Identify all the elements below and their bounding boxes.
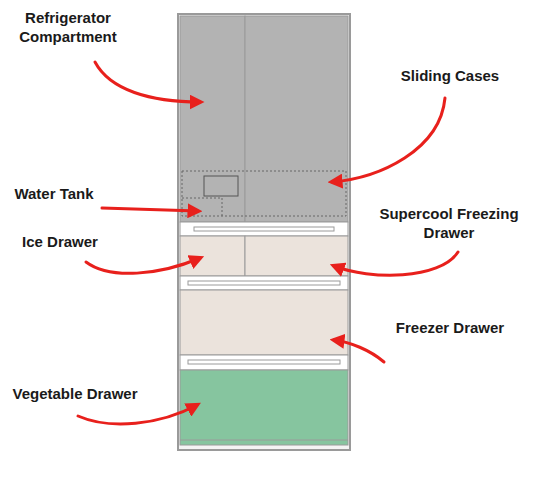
part-label: Vegetable Drawer — [2, 384, 148, 403]
part-label: Refrigerator Compartment — [2, 8, 134, 46]
part-label: Sliding Cases — [380, 66, 520, 85]
part-label: Freezer Drawer — [380, 318, 520, 337]
part-label: Supercool Freezing Drawer — [368, 204, 530, 242]
part-label: Water Tank — [6, 184, 102, 203]
part-label: Ice Drawer — [12, 232, 108, 251]
